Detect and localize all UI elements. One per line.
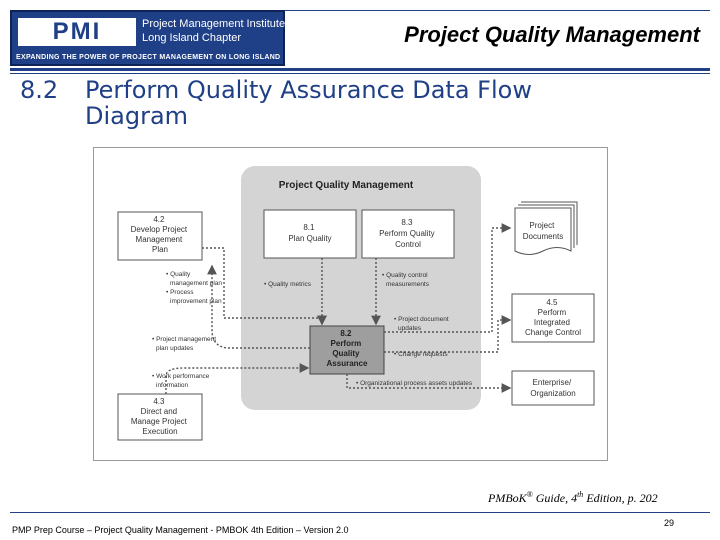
box-project-documents: Project Documents (514, 201, 578, 255)
svg-text:4.2 Develop Project: 4.2 Develop Project Management Plan (131, 215, 190, 254)
svg-text:8.1 Plan Quality: 8.1 Plan Quality (288, 223, 331, 243)
header-divider (10, 68, 710, 71)
slide-number-label: 8.2 (20, 76, 59, 104)
label-quality-metrics: • Quality metrics (264, 281, 312, 288)
box-plan-quality: 8.1 Plan Quality (263, 209, 357, 259)
diagram-canvas: Project Quality Management 4.2 Develop P… (117, 166, 595, 441)
svg-text:Enterprise/ Organizati: Enterprise/ Organization (530, 378, 575, 398)
citation: PMBoK® Guide, 4th Edition, p. 202 (488, 490, 658, 505)
svg-text:8.3 Perform Quality: 8.3 Perform Quality Control (379, 218, 437, 249)
svg-text:Project Documents: Project Documents (523, 221, 563, 241)
svg-text:8.2 Perform Qu: 8.2 Perform Quality Assurance (327, 329, 368, 368)
arrow-change-requests (384, 315, 512, 353)
header-divider-thin (10, 73, 710, 74)
svg-text:4.3 Direct and: 4.3 Direct and Manage Project Execution (131, 397, 189, 436)
arrow-document-updates (384, 223, 512, 333)
logo-chapter-name: Long Island Chapter (142, 32, 242, 44)
logo-org-name: Project Management Institute (142, 18, 286, 30)
label-process-improvement-plan: • Process improvement plan (166, 289, 222, 305)
label-pm-plan-updates: • Project management plan updates (152, 336, 218, 352)
header-top-rule (285, 10, 710, 11)
label-org-process-assets-updates: • Organizational process assets updates (356, 380, 473, 387)
label-quality-mgmt-plan: • Quality management plan (166, 271, 222, 287)
pmi-logo: PMI Project Management Institute Long Is… (10, 10, 285, 66)
flow-labels: • Quality management plan • Process impr… (152, 271, 473, 389)
box-perform-quality-control: 8.3 Perform Quality Control (361, 209, 455, 259)
page-number: 29 (664, 518, 675, 528)
flow-arrows (165, 223, 512, 394)
group-title: Project Quality Management (279, 180, 414, 191)
label-change-requests: • Change requests (394, 351, 448, 358)
arrow-org-process-assets (346, 374, 512, 393)
box-develop-project-management-plan: 4.2 Develop Project Management Plan (117, 211, 203, 261)
label-work-performance-info: • Work performance information (152, 373, 211, 389)
box-enterprise-organization: Enterprise/ Organization (511, 370, 595, 406)
arrow-work-performance-info (165, 363, 310, 394)
box-perform-integrated-change-control: 4.5 Perform Integrated Change Control (511, 293, 595, 343)
label-quality-control-measurements: • Quality control measurements (382, 272, 430, 288)
logo-mark: PMI (18, 18, 136, 46)
footer-divider (10, 512, 710, 513)
slide-title-line1: Perform Quality Assurance Data Flow (85, 76, 532, 104)
slide-title-line2: Diagram (85, 102, 189, 130)
svg-text:4.5 Perform In: 4.5 Perform Integrated Change Control (525, 298, 581, 337)
header-title: Project Quality Management (404, 22, 700, 47)
label-project-document-updates: • Project document updates (394, 316, 450, 332)
data-flow-diagram: Project Quality Management 4.2 Develop P… (93, 147, 608, 461)
arrow-pm-plan-updates (207, 264, 310, 349)
logo-tagline: EXPANDING THE POWER OF PROJECT MANAGEMEN… (16, 54, 281, 61)
footer-course-text: PMP Prep Course – Project Quality Manage… (12, 525, 349, 535)
box-direct-manage-project-execution: 4.3 Direct and Manage Project Execution (117, 393, 203, 441)
box-perform-quality-assurance: 8.2 Perform Quality Assurance (309, 325, 385, 375)
